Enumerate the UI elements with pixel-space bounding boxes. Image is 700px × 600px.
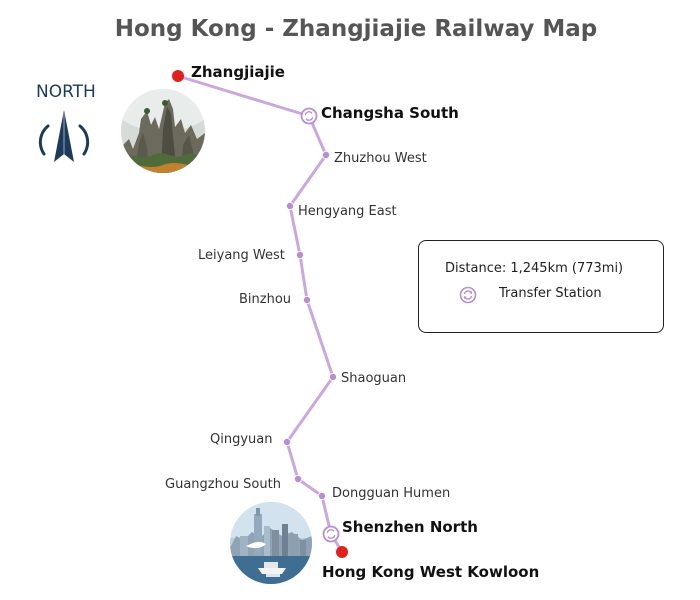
transfer-station-icon (459, 286, 477, 304)
station-label-changsha-south: Changsha South (321, 104, 459, 122)
legend-transfer-label: Transfer Station (499, 286, 602, 301)
station-marker-zhuzhou-west (321, 150, 330, 159)
station-marker-dongguan-humen (317, 491, 326, 500)
station-marker-qingyuan (282, 437, 291, 446)
station-label-hong-kong-west-kowloon: Hong Kong West Kowloon (322, 563, 540, 581)
legend-distance: Distance: 1,245km (773mi) (445, 261, 624, 276)
hong-kong-harbour-photo (230, 502, 312, 584)
station-markers (172, 70, 348, 558)
station-label-guangzhou-south: Guangzhou South (165, 477, 281, 492)
station-label-zhuzhou-west: Zhuzhou West (334, 151, 427, 166)
map-title: Hong Kong - Zhangjiajie Railway Map (114, 16, 598, 42)
station-label-dongguan-humen: Dongguan Humen (332, 486, 451, 501)
north-label: NORTH (36, 82, 96, 102)
station-label-zhangjiajie: Zhangjiajie (191, 63, 285, 81)
station-marker-zhangjiajie (172, 70, 184, 82)
station-marker-changsha-south (300, 107, 318, 125)
station-marker-leiyang-west (295, 250, 304, 259)
station-label-shaoguan: Shaoguan (341, 371, 407, 386)
north-arrow-icon (38, 110, 90, 162)
station-marker-hong-kong-west-kowloon (336, 546, 348, 558)
legend-box: Distance: 1,245km (773mi) Transfer Stati… (418, 240, 664, 333)
station-marker-hengyang-east (285, 201, 294, 210)
station-label-hengyang-east: Hengyang East (298, 204, 397, 219)
station-marker-shenzhen-north (322, 525, 340, 543)
station-label-leiyang-west: Leiyang West (198, 248, 285, 263)
zhangjiajie-mountain-photo (121, 89, 205, 173)
station-label-binzhou: Binzhou (239, 292, 292, 307)
station-marker-binzhou (302, 295, 311, 304)
station-marker-guangzhou-south (293, 474, 302, 483)
station-label-shenzhen-north: Shenzhen North (342, 518, 478, 536)
station-marker-shaoguan (328, 372, 337, 381)
station-label-qingyuan: Qingyuan (210, 432, 273, 447)
route-line (176, 74, 344, 554)
